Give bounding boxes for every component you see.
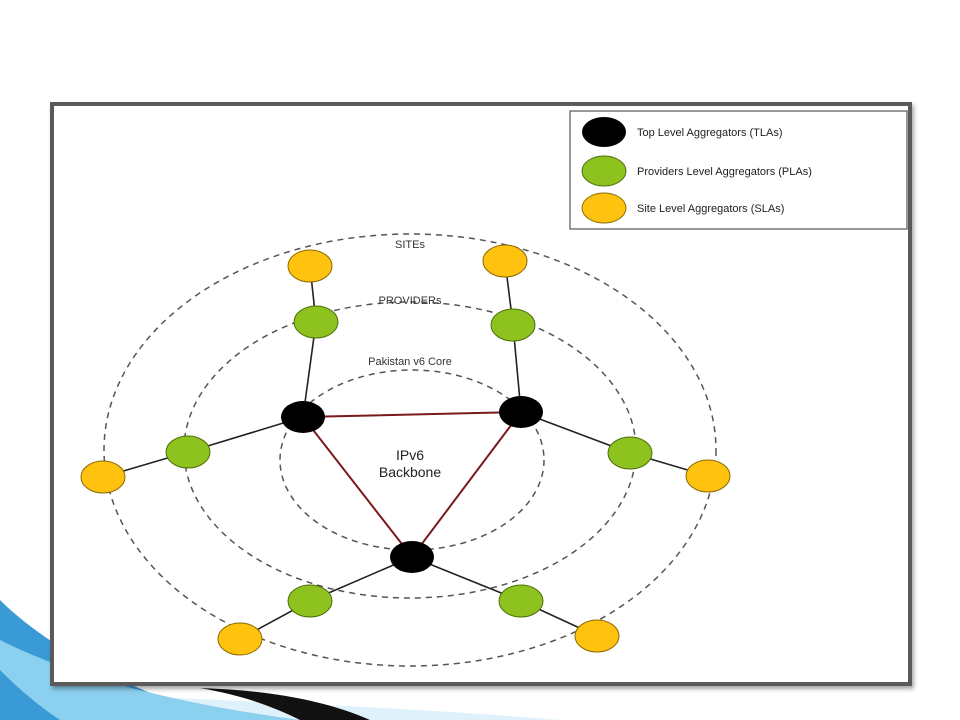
sla-node-right: [685, 459, 731, 493]
pla-node-lower-left: [287, 584, 333, 618]
pla-node-upper-left: [293, 305, 339, 339]
backbone-label-line1: IPv6: [396, 447, 424, 463]
sla-node-upper-right: [482, 244, 528, 278]
swoosh-cyan: [0, 640, 300, 720]
backbone-label-line2: Backbone: [379, 464, 441, 480]
swoosh-dark: [200, 688, 370, 720]
sla-nodes: [80, 244, 731, 656]
pla-nodes: [165, 305, 653, 618]
pla-node-upper-right: [490, 308, 536, 342]
sites-ring-label: SITEs: [395, 239, 425, 251]
sla-node-upper-left: [287, 249, 333, 283]
legend-tla-label: Top Level Aggregators (TLAs): [637, 127, 783, 139]
providers-ring-label: PROVIDERs: [379, 295, 442, 307]
ipv6-backbone-triangle: [300, 410, 524, 559]
sla-node-lower-right: [574, 619, 620, 653]
core-ring-label: Pakistan v6 Core: [368, 356, 452, 368]
legend-tla-swatch: [582, 117, 626, 147]
legend-sla-label: Site Level Aggregators (SLAs): [637, 203, 784, 215]
tla-nodes: [281, 396, 543, 573]
core-ring: [279, 369, 545, 551]
pla-node-left: [165, 435, 211, 469]
tla-node-left: [281, 401, 325, 433]
sla-node-left: [80, 460, 126, 494]
legend-pla-label: Providers Level Aggregators (PLAs): [637, 166, 812, 178]
pla-node-right: [607, 436, 653, 470]
legend: Top Level Aggregators (TLAs) Providers L…: [569, 110, 908, 230]
sites-ring: [103, 233, 717, 667]
tla-node-right: [499, 396, 543, 428]
sla-node-lower-left: [217, 622, 263, 656]
legend-pla-swatch: [581, 155, 627, 187]
legend-sla-swatch: [581, 192, 627, 224]
pla-node-lower-right: [498, 584, 544, 618]
tla-node-bottom: [390, 541, 434, 573]
